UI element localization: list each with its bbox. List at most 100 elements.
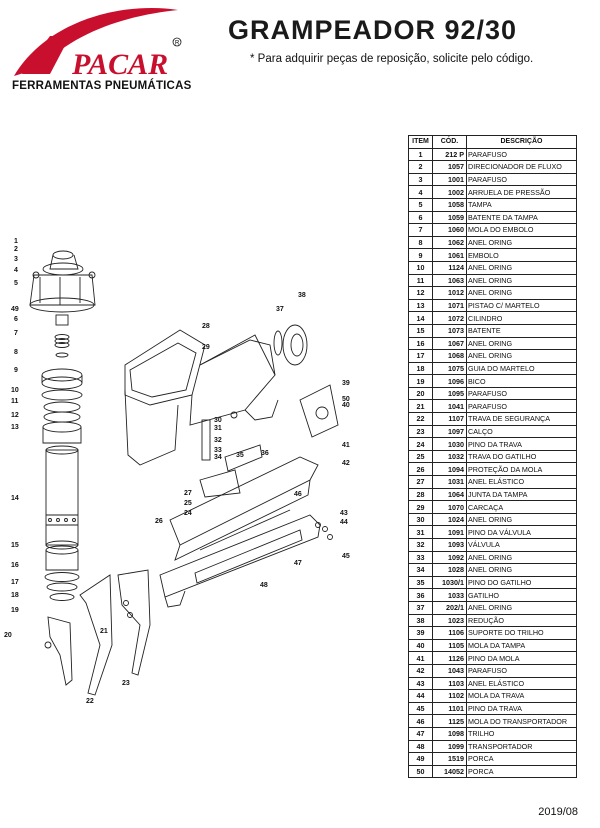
part-description: SUPORTE DO TRILHO [466,626,577,640]
part-code: 14052 [432,764,467,779]
callout: 43 [340,510,348,517]
part-code: 1101 [432,701,467,716]
part-code: 1125 [432,714,467,728]
item-number: 14 [408,311,433,325]
callout: 19 [11,607,19,614]
callout: 27 [184,490,192,497]
part-description: PROTEÇÃO DA MOLA [466,462,577,477]
part-description: PORCA [466,764,577,779]
item-number: 22 [408,412,433,426]
trigger-drawing [199,411,263,498]
part-description: PINO DO GATILHO [466,575,577,590]
item-number: 27 [408,475,433,489]
part-description: PINO DA TRAVA [466,437,577,451]
part-description: ANEL ORING [466,563,577,577]
callout: 44 [340,519,348,526]
callout: 25 [184,500,192,507]
part-code: 1033 [432,588,467,602]
callout: 17 [11,579,19,586]
part-description: CILINDRO [466,311,577,325]
column-header-code: CÓD. [432,135,467,149]
callout: 46 [294,491,302,498]
item-number: 44 [408,689,433,703]
part-code: 1097 [432,424,467,439]
part-description: ANEL ORING [466,512,577,527]
pacar-logo: PACAR R [14,7,182,81]
item-number: 43 [408,676,433,691]
item-number: 48 [408,739,433,754]
callout: 3 [14,256,18,263]
callout: 50 [342,396,350,403]
item-number: 25 [408,449,433,464]
part-code: 1105 [432,638,467,653]
part-code: 1096 [432,374,467,388]
part-code: 1107 [432,412,467,426]
item-number: 50 [408,764,433,779]
part-code: 1073 [432,323,467,338]
item-number: 6 [408,210,433,225]
part-code: 1030/1 [432,575,467,590]
item-number: 29 [408,500,433,514]
part-code: 1060 [432,223,467,237]
item-number: 31 [408,525,433,539]
part-description: PINO DA MOLA [466,651,577,665]
part-description: REDUÇÃO [466,613,577,628]
part-description: BATENTE [466,323,577,338]
part-description: PORCA [466,752,577,766]
item-number: 38 [408,613,433,628]
part-description: CALÇO [466,424,577,439]
callout: 16 [11,562,19,569]
part-description: ANEL ORING [466,550,577,565]
part-code: 1064 [432,487,467,502]
part-description: ANEL ORING [466,336,577,351]
part-code: 1002 [432,185,467,199]
callout: 2 [14,246,18,253]
part-code: 1124 [432,260,467,275]
part-code: 1094 [432,462,467,477]
callout: 4 [14,267,18,274]
item-number: 32 [408,538,433,552]
part-code: 1001 [432,172,467,187]
item-number: 36 [408,588,433,602]
part-code: 1031 [432,475,467,489]
callout: 47 [294,560,302,567]
part-code: 1041 [432,399,467,414]
item-number: 16 [408,336,433,351]
part-code: 1103 [432,676,467,691]
part-description: ANEL ORING [466,286,577,300]
housing-drawing [124,324,308,466]
table-header-row: ITEM CÓD. DESCRIÇÃO [408,135,577,149]
part-code: 1068 [432,349,467,363]
item-number: 24 [408,437,433,451]
item-number: 9 [408,248,433,262]
callout: 9 [14,367,18,374]
part-code: 1063 [432,273,467,288]
callout: 28 [202,323,210,330]
brand-text: PACAR [71,48,168,81]
brand-subtitle: FERRAMENTAS PNEUMÁTICAS [12,80,192,92]
callout: 48 [260,582,268,589]
